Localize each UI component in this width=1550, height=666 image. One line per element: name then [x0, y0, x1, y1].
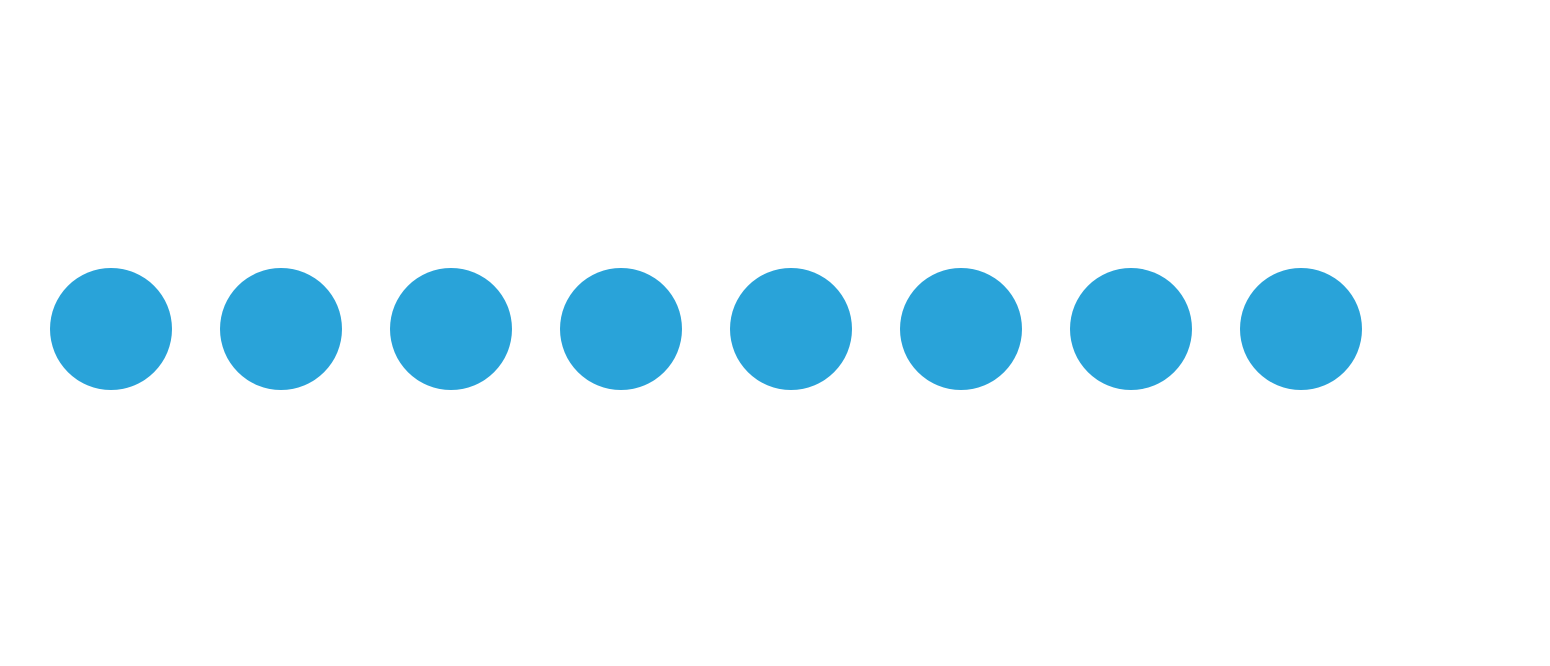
loading-dot [390, 268, 512, 390]
loading-dot [220, 268, 342, 390]
loading-dot [730, 268, 852, 390]
loading-dot [560, 268, 682, 390]
loading-dot [50, 268, 172, 390]
loading-dot [900, 268, 1022, 390]
loading-dot [1240, 268, 1362, 390]
loading-dots [50, 268, 1362, 390]
loading-dot [1070, 268, 1192, 390]
